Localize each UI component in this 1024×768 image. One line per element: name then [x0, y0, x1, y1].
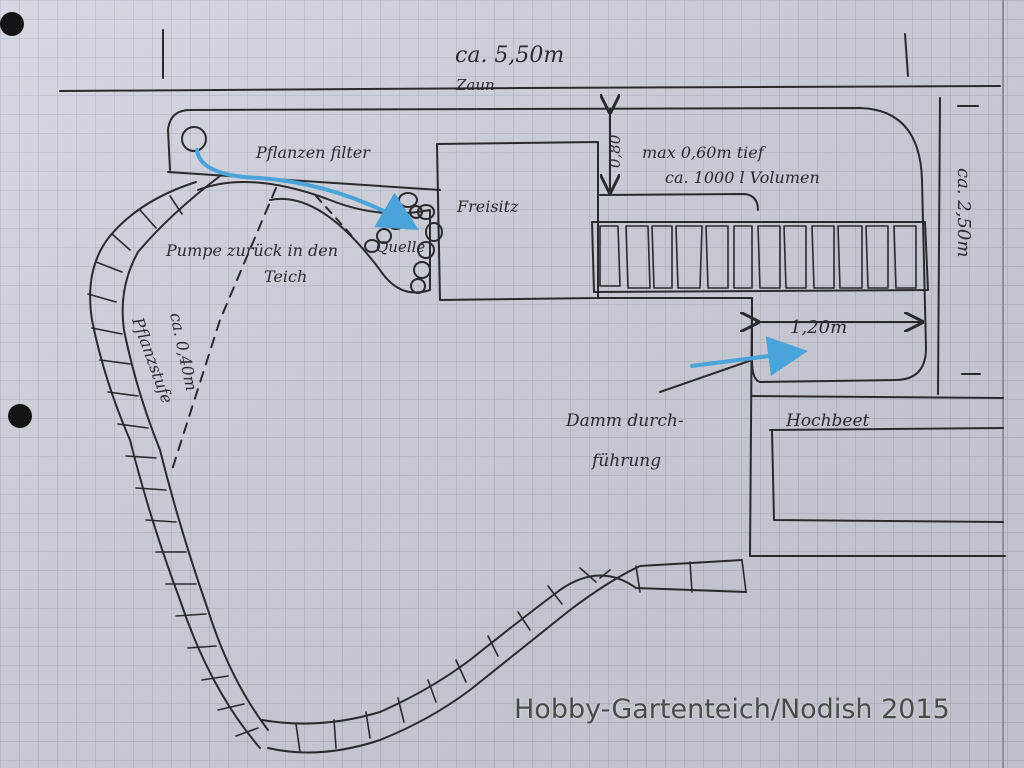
punch-hole: [0, 12, 24, 36]
planting-step-line: [171, 187, 277, 471]
dimension-tick-right: [904, 33, 909, 77]
pond-outline-top: [167, 107, 927, 383]
label-volume: ca. 1000 l Volumen: [665, 168, 820, 187]
fence-line: [59, 85, 1001, 92]
pump-icon: [181, 126, 207, 152]
label-width-120: 1,20m: [790, 317, 847, 338]
label-pump-line1: Pumpe zurück in den: [165, 241, 338, 260]
pond-edge-bottom: [267, 559, 743, 754]
raised-bed-box: [769, 427, 1004, 523]
label-dam-line2: führung: [590, 451, 661, 471]
label-plant-filter: Pflanzen filter: [255, 143, 371, 162]
punch-hole: [8, 404, 32, 428]
label-source: Quelle: [376, 238, 425, 256]
height-dimension-line: [937, 97, 941, 395]
label-height-total: ca. 2,50m: [953, 168, 974, 257]
raised-bed-top: [751, 395, 1004, 399]
stone-row: [591, 221, 929, 293]
label-depth-marker: 0,80: [606, 134, 624, 168]
water-flow-arrow-dam: [690, 336, 808, 376]
label-width-total: ca. 5,50m: [455, 43, 564, 68]
label-dam-line1: Damm durch-: [565, 411, 684, 431]
label-raised-bed: Hochbeet: [785, 411, 870, 431]
label-fence: Zaun: [455, 76, 495, 94]
label-max-depth: max 0,60m tief: [642, 143, 767, 162]
water-flow-arrow: [195, 148, 419, 231]
label-pump-line2: Teich: [264, 267, 307, 286]
pond-outline-right: [749, 297, 1006, 557]
label-seat: Freisitz: [456, 197, 519, 216]
watermark: Hobby-Gartenteich/Nodish 2015: [514, 694, 950, 725]
dam-pointer: [659, 359, 753, 393]
stream-outline: [197, 181, 431, 294]
